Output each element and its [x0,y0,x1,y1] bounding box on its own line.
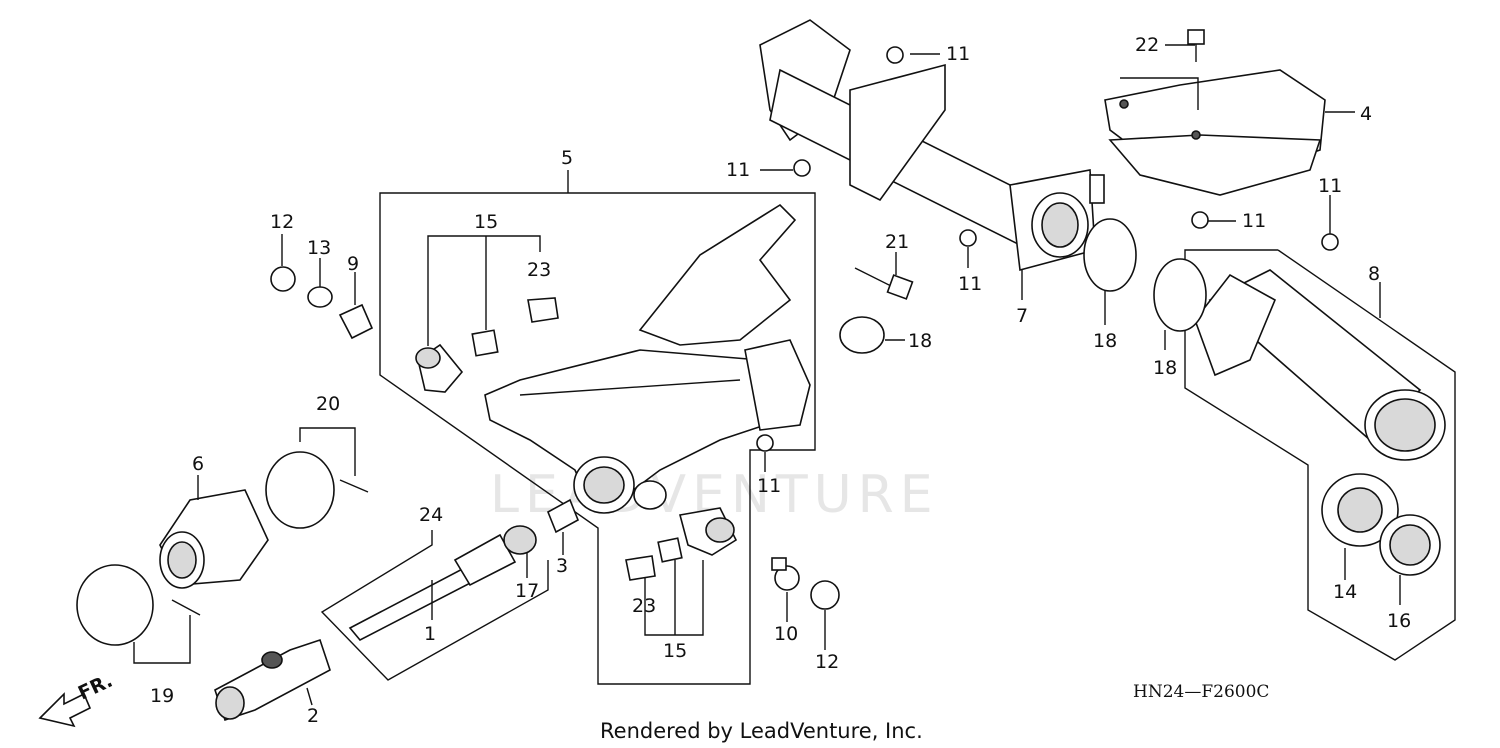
nut-11-e[interactable] [1321,233,1339,251]
band-20[interactable] [265,451,335,529]
callout-16: 16 [1387,610,1411,632]
callout-4: 4 [1360,103,1372,125]
callout-15-a: 15 [474,211,498,233]
axle-tube[interactable] [1194,269,1446,461]
bracket-5 [379,170,816,685]
callout-21: 21 [885,231,909,253]
seal-16[interactable] [1379,514,1441,576]
nut-11-c[interactable] [959,229,977,247]
callout-23-b: 23 [632,595,656,617]
callout-23-a: 23 [527,259,551,281]
bolt-22[interactable] [1187,29,1205,62]
housing-cover[interactable] [1104,69,1326,196]
band-19[interactable] [76,564,154,646]
callout-7: 7 [1016,305,1028,327]
bearing-14[interactable] [1321,473,1399,547]
universal-joint[interactable] [214,638,331,722]
callout-5: 5 [561,147,573,169]
callout-20: 20 [316,393,340,415]
callout-18-a: 18 [908,330,932,352]
swingarm[interactable] [484,203,811,514]
clip-23-upper[interactable] [527,297,559,323]
axle-housing[interactable] [759,19,1105,272]
callout-11-e: 11 [1318,175,1342,197]
callout-9: 9 [347,253,359,275]
nut-11-b[interactable] [793,159,811,177]
callout-15-b: 15 [663,640,687,662]
o-ring-18-c[interactable] [1153,258,1207,332]
boot-6[interactable] [159,489,269,589]
callout-2: 2 [307,705,319,727]
o-ring-18-a[interactable] [839,316,885,354]
callout-11-b: 11 [726,159,750,181]
screw-19[interactable] [171,599,201,616]
callout-17: 17 [515,580,539,602]
clip-23-lower[interactable] [625,555,656,581]
callout-8: 8 [1368,263,1380,285]
callout-11-a: 11 [946,43,970,65]
callouts: 1 2 3 4 5 6 7 8 9 10 11 11 11 11 11 11 1… [150,34,1411,727]
bushing-lower-right[interactable] [679,507,738,556]
callout-12-b: 12 [815,651,839,673]
front-direction-arrow [38,692,92,728]
bushing-upper-left[interactable] [415,343,464,393]
bolt-10[interactable] [771,557,800,591]
callout-19: 19 [150,685,174,707]
direction-label: FR. [75,670,116,705]
screw-20[interactable] [339,479,369,493]
spring-9[interactable] [338,303,374,340]
plate-15-upper[interactable] [471,329,499,357]
callout-3: 3 [556,555,568,577]
callout-14: 14 [1333,581,1357,603]
diagram-code: HN24—F2600C [1133,682,1269,702]
callout-13: 13 [307,237,331,259]
callout-11-d: 11 [1242,210,1266,232]
nut-12-upper[interactable] [270,266,296,292]
nut-12-lower[interactable] [810,580,840,610]
nut-11-a[interactable] [886,46,904,64]
callout-12-a: 12 [270,211,294,233]
bolt-21[interactable] [854,267,914,300]
callout-10: 10 [774,623,798,645]
callout-11-f: 11 [757,475,781,497]
callout-24: 24 [419,504,443,526]
callout-1: 1 [424,623,436,645]
callout-6: 6 [192,453,204,475]
plate-15-lower[interactable] [657,537,683,563]
callout-11-c: 11 [958,273,982,295]
callout-18-b: 18 [1093,330,1117,352]
washer-13[interactable] [307,286,333,308]
callout-22: 22 [1135,34,1159,56]
credit-text: Rendered by LeadVenture, Inc. [600,719,923,743]
o-ring-18-b[interactable] [1083,218,1137,292]
spring-3[interactable] [546,498,580,534]
nut-11-f[interactable] [756,434,774,452]
callout-18-c: 18 [1153,357,1177,379]
nut-11-d[interactable] [1191,211,1209,229]
driveshaft[interactable] [348,525,537,642]
